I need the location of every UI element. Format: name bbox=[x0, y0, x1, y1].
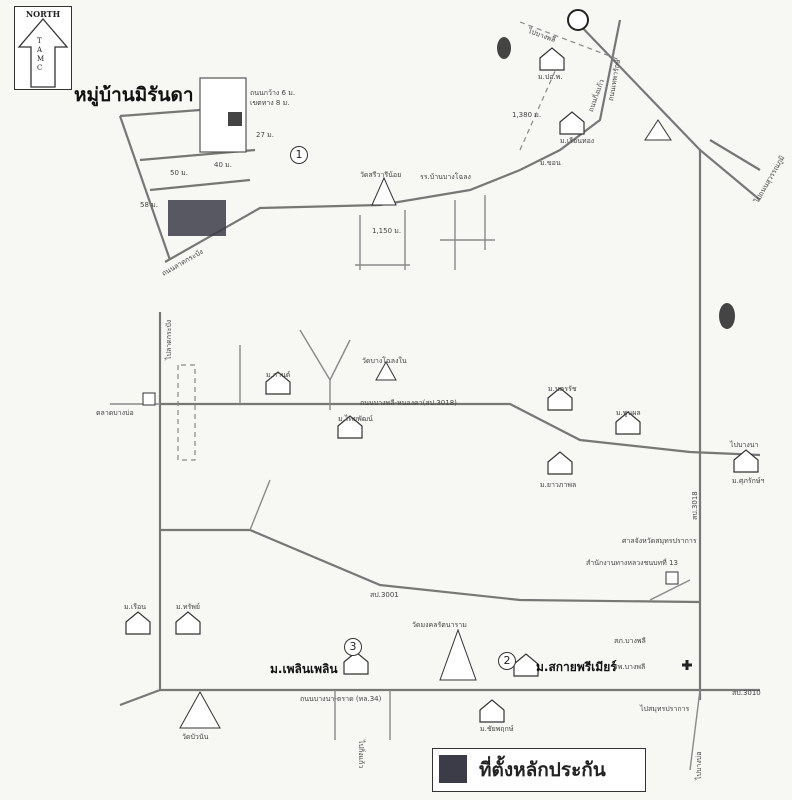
hospital-label: รพ.บางพลี bbox=[614, 663, 646, 671]
village-title: หมู่บ้านมิรันดา bbox=[74, 84, 194, 106]
dashed-boundary-2 bbox=[519, 59, 561, 151]
house-icons bbox=[125, 47, 759, 723]
office-icon bbox=[665, 571, 679, 585]
place-yaowaphat: ม.ยาวภาพล bbox=[540, 481, 577, 489]
distance-1: 1,380 ม. bbox=[512, 111, 542, 119]
road-to-lat: ไปลาดกระบัง bbox=[165, 319, 173, 360]
temple-icon bbox=[371, 176, 397, 206]
distance-8: เขตทาง 8 ม. bbox=[250, 99, 290, 107]
market-label: ตลาดบางบ่อ bbox=[96, 409, 134, 417]
temple-icon bbox=[439, 628, 477, 681]
road-to-bangna: ไปบางนา bbox=[730, 441, 759, 449]
road-middle: สป.3001 bbox=[370, 591, 399, 599]
road-to-suvarnabhumi bbox=[709, 139, 761, 171]
soi-cross bbox=[355, 239, 495, 266]
north-title: NORTH bbox=[25, 9, 61, 19]
place-kanta: ม.กานต์ bbox=[266, 371, 291, 379]
place-reuan: ม.เรือนทอง bbox=[560, 137, 595, 145]
place-sap: ม.ทรัพย์ bbox=[176, 603, 200, 611]
north-letter: A bbox=[37, 46, 43, 54]
place-ruen: ม.เรือน bbox=[124, 603, 146, 611]
court-label: ศาลจังหวัดสมุทรปราการ bbox=[622, 537, 697, 545]
soi-south bbox=[334, 690, 391, 740]
office-label: สำนักงานทางหลวงชนบทที่ 13 bbox=[586, 559, 678, 567]
temple-icon bbox=[375, 360, 397, 381]
place-supharuk: ม.ศุภรักษ์ฯ bbox=[732, 477, 765, 485]
marker-2: 2 bbox=[498, 652, 516, 670]
place-pho: ม.ปอ.พ. bbox=[538, 73, 563, 81]
legend-label: ที่ตั้งหลักประกัน bbox=[479, 759, 606, 781]
marker-3: 3 bbox=[344, 638, 362, 656]
soi-east bbox=[649, 579, 691, 601]
main-road-upper bbox=[164, 19, 622, 263]
village-road-west bbox=[118, 108, 201, 261]
north-arrow: NORTH T A M C bbox=[14, 6, 72, 90]
road-to-bangbo: ไปบางบ่อ bbox=[695, 751, 703, 780]
distance-5: 27 ม. bbox=[256, 131, 274, 139]
wat-sriwari: วัดสรีวารีน้อย bbox=[360, 171, 402, 179]
distance-3: 50 ม. bbox=[170, 169, 188, 177]
pt-logo-icon bbox=[567, 9, 589, 31]
gas-station-icon bbox=[497, 37, 511, 59]
dashed-area bbox=[177, 364, 196, 461]
wat-mongkol: วัดมงคลรัตนาราม bbox=[412, 621, 467, 629]
school-label: รร.บ้านบางโฉลง bbox=[420, 173, 471, 181]
road-bangphli-nonghoi: ถนนบางพลี-หนองคา(สป.3018) bbox=[360, 399, 457, 407]
place-thai: ม.ไทยพัฒน์ bbox=[338, 415, 373, 423]
place-nakornrat: ม.นครรัช bbox=[548, 385, 577, 393]
legend-swatch bbox=[439, 755, 467, 783]
soi-branches bbox=[359, 195, 486, 270]
temple-icon bbox=[179, 690, 221, 729]
market-icon bbox=[142, 392, 156, 406]
plot-marker bbox=[228, 112, 242, 126]
soi-lower bbox=[249, 479, 271, 531]
collateral-plot bbox=[168, 200, 226, 236]
gas-station-icon bbox=[719, 303, 735, 329]
place-phloenphloen: ม.เพลินเพลิน bbox=[270, 662, 338, 676]
road-to-samut: ไปสมุทรปราการ bbox=[640, 705, 690, 713]
arrow-up-icon bbox=[17, 18, 69, 88]
map-legend: ที่ตั้งหลักประกัน bbox=[432, 748, 646, 792]
road-3018: สป.3018 bbox=[691, 491, 699, 520]
distance-4: 40 ม. bbox=[214, 161, 232, 169]
bangphli-nonghoi-road bbox=[160, 402, 761, 457]
distance-2: 1,150 ม. bbox=[372, 227, 402, 235]
place-chaiyaphruek: ม.ชัยพฤกษ์ bbox=[480, 725, 514, 733]
north-letter: C bbox=[37, 64, 43, 72]
middle-road bbox=[160, 528, 701, 604]
temple-icon bbox=[644, 119, 672, 141]
marker-1: 1 bbox=[290, 146, 308, 164]
village-soi bbox=[139, 148, 256, 192]
soi-wat bbox=[299, 329, 351, 410]
place-sakaepremier: ม.สกายพรีเมียร์ bbox=[536, 660, 617, 674]
road-south-east bbox=[689, 689, 701, 771]
north-letter: T bbox=[37, 37, 42, 45]
place-khon: ม.ขอน bbox=[540, 159, 561, 167]
road-bangna-trat: ถนนบางนา-ตราด (ทล.34) bbox=[300, 695, 382, 703]
hospital-cross-icon bbox=[682, 660, 692, 670]
road-to-bangbo bbox=[119, 688, 161, 707]
road-to-khao: ไปกิ่งแก้ว bbox=[357, 740, 365, 769]
place-phoon: ม.พูนผล bbox=[616, 409, 641, 417]
distance-7: ถนนกว้าง 6 ม. bbox=[250, 89, 296, 97]
north-letter: M bbox=[37, 55, 45, 63]
wat-bang: วัดบัวนัน bbox=[182, 733, 209, 741]
police-label: สภ.บางพลี bbox=[614, 637, 646, 645]
wat-bangchalong: วัดบางโฉลงใน bbox=[362, 357, 407, 365]
distance-6: 58 ม. bbox=[140, 201, 158, 209]
road-3010: สป.3010 bbox=[732, 689, 761, 697]
